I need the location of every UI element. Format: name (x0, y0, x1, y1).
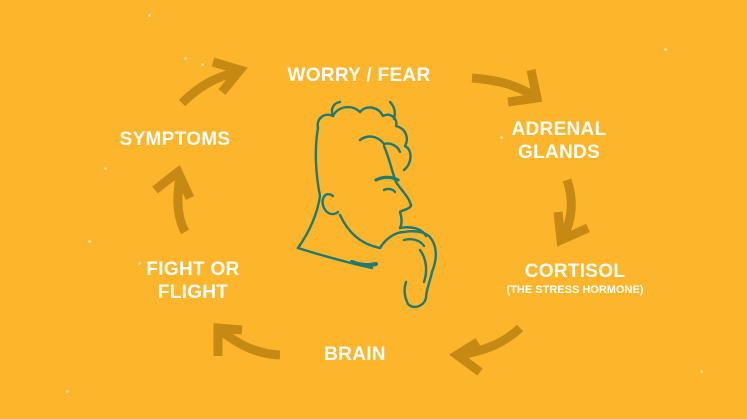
arrow-symptoms-to-worry (178, 57, 248, 107)
sparkle (66, 390, 69, 393)
arrow-adrenal-to-cortisol (553, 178, 590, 247)
sparkle (104, 167, 107, 170)
node-adrenal-glands: ADRENAL GLANDS (494, 118, 624, 164)
node-cortisol-sublabel: (THE STRESS HORMONE) (506, 284, 644, 296)
node-adrenal-line1: ADRENAL (511, 119, 607, 140)
sparkle (148, 14, 151, 17)
node-fight-or-flight: FIGHT OR FLIGHT (128, 258, 258, 304)
sparkle (700, 370, 703, 373)
sparkle (184, 57, 187, 60)
node-cortisol-label: CORTISOL (524, 261, 626, 282)
sparkle (88, 240, 91, 243)
sparkle (201, 63, 204, 66)
arrow-brain-to-fight (213, 323, 281, 360)
node-worry-fear: WORRY / FEAR (287, 65, 431, 86)
node-adrenal-line2: GLANDS (517, 142, 601, 163)
sparkle (500, 136, 503, 139)
sparkle (138, 262, 141, 265)
arrow-fight-to-symptoms (152, 164, 195, 235)
arrow-worry-to-adrenal (471, 69, 543, 107)
node-fight-line2: FLIGHT (157, 282, 229, 303)
node-symptoms: SYMPTOMS (119, 129, 231, 150)
node-brain: BRAIN (324, 344, 386, 365)
node-cortisol: CORTISOL (THE STRESS HORMONE) (480, 260, 670, 297)
node-fight-line1: FIGHT OR (146, 259, 240, 280)
sparkle (664, 48, 667, 51)
arrow-cortisol-to-brain (448, 324, 524, 376)
